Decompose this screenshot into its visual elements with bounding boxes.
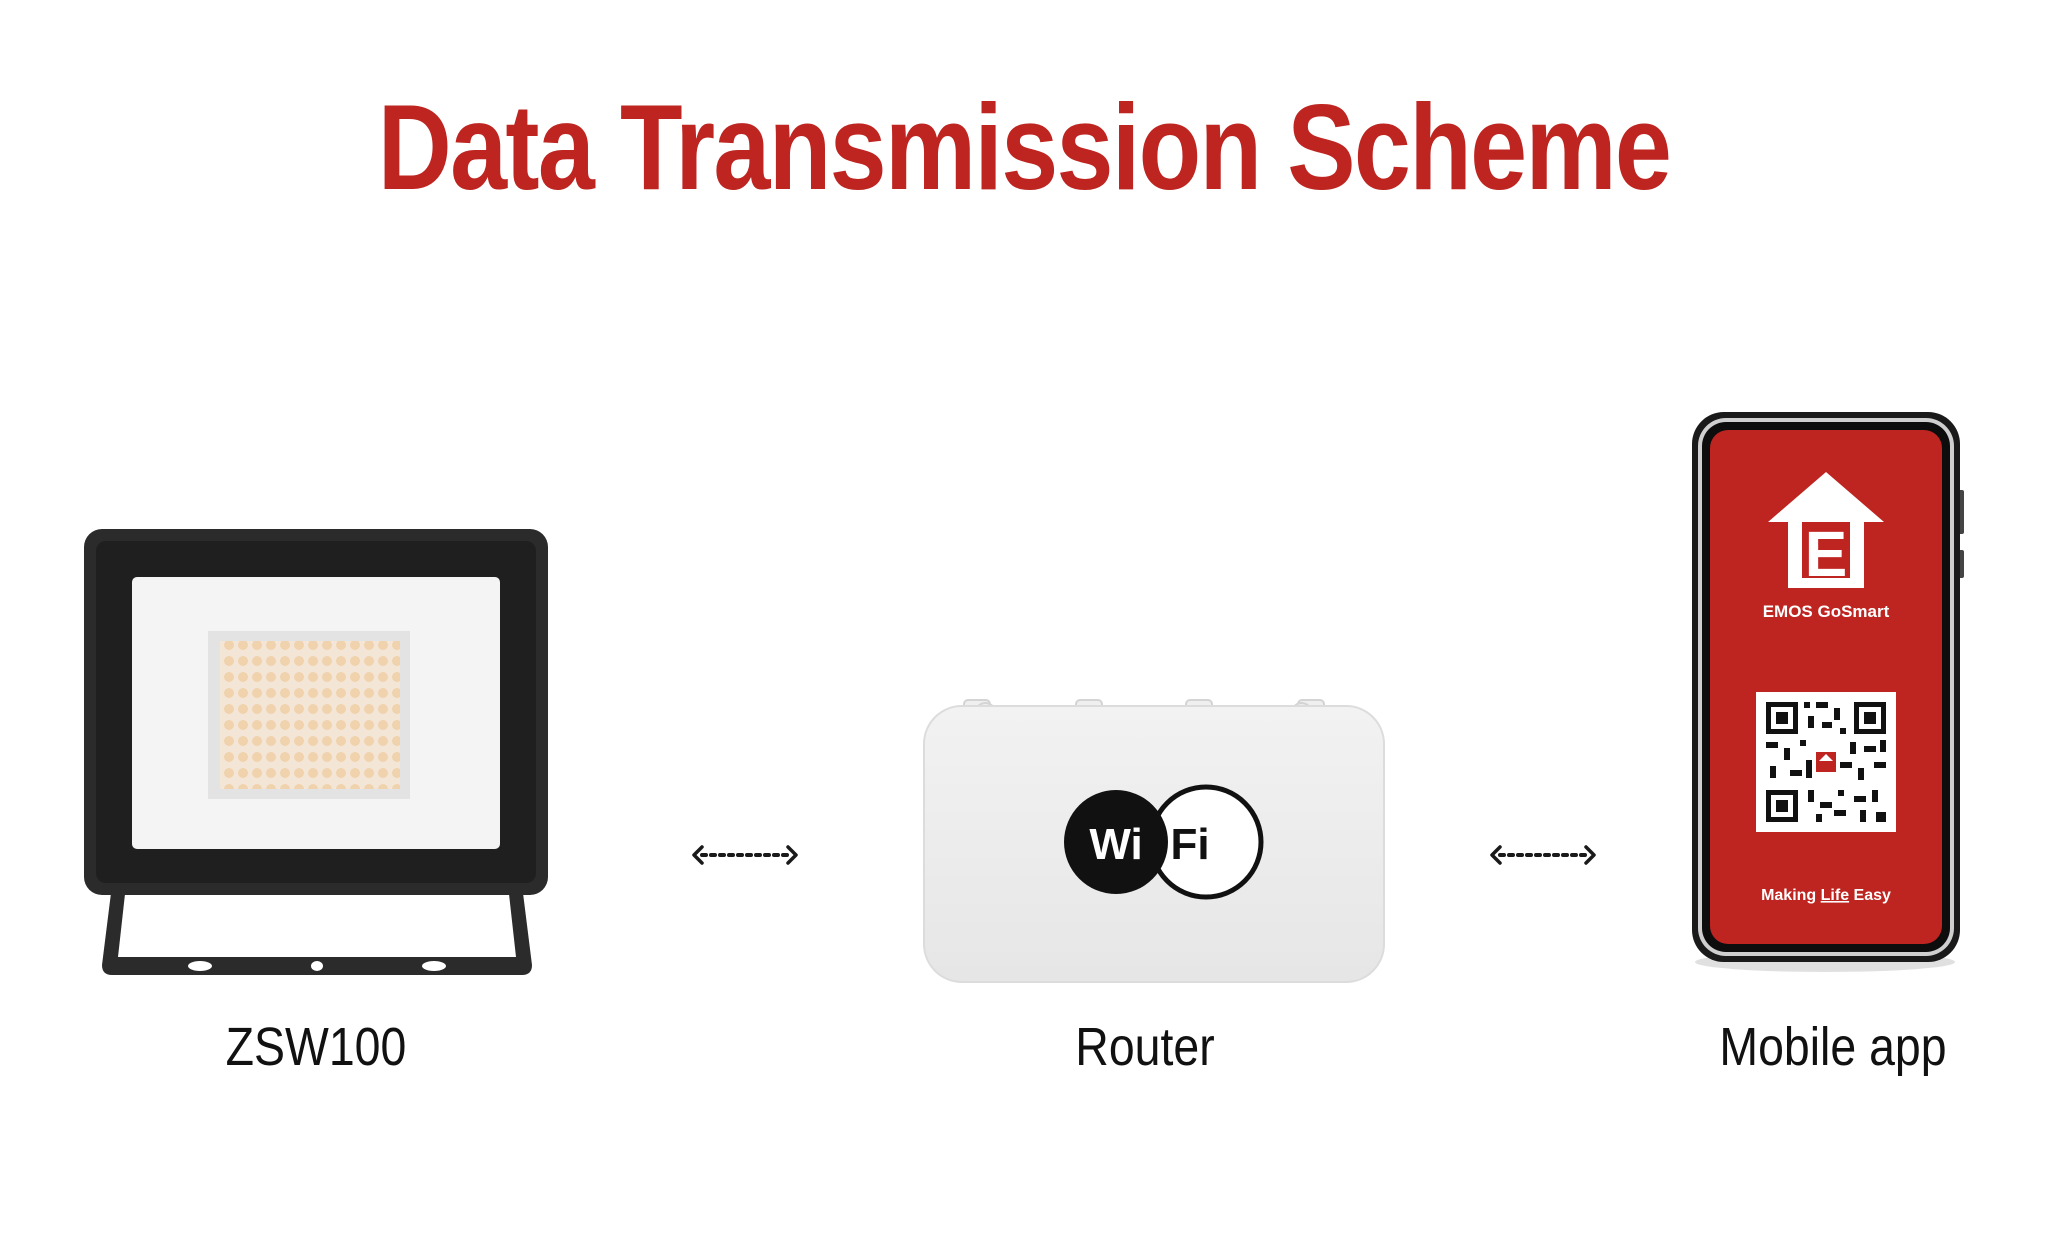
smartphone-icon: E EMOS GoSmart Making Life Easy — [1692, 412, 1964, 972]
app-name: EMOS GoSmart — [1763, 602, 1890, 621]
wifi-router-icon: Wi Fi — [923, 699, 1385, 983]
bidirectional-arrow-icon — [1490, 845, 1596, 865]
wifi-badge-right: Fi — [1170, 820, 1209, 869]
bidirectional-arrow-icon — [692, 845, 798, 865]
logo-letter: E — [1805, 518, 1848, 590]
qr-code-icon — [1756, 692, 1896, 832]
floodlight-icon — [84, 529, 548, 975]
node-label-zsw100: ZSW100 — [225, 1017, 407, 1077]
page-title: Data Transmission Scheme — [377, 79, 1672, 215]
emos-logo-icon: E — [1768, 472, 1884, 590]
app-slogan: Making Life Easy — [1761, 887, 1891, 904]
node-label-mobile-app: Mobile app — [1719, 1017, 1947, 1077]
node-label-router: Router — [1075, 1017, 1215, 1077]
wifi-badge-left: Wi — [1089, 820, 1142, 869]
